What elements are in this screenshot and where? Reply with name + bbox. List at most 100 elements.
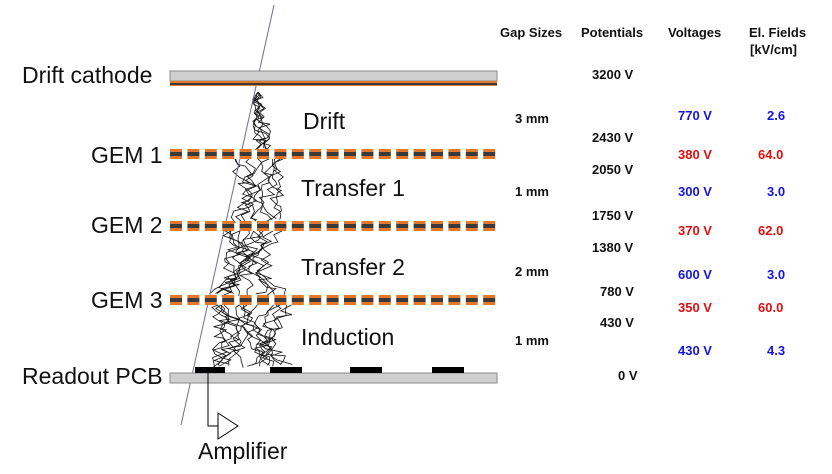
avalanche-track <box>254 230 273 295</box>
field-value-drift: 4.3 <box>767 343 786 358</box>
avalanche-track <box>238 304 284 365</box>
induction-region-label: Induction <box>301 324 395 350</box>
drift-cathode-label: Drift cathode <box>22 62 153 88</box>
gem-foil-segment <box>344 295 356 305</box>
gem-foil-segment <box>431 149 443 159</box>
gem-foil-segment <box>187 149 200 159</box>
voltages-header: Voltages <box>668 25 722 40</box>
potential-value: 1380 V <box>592 240 634 255</box>
gem-foil-segment <box>170 221 182 231</box>
avalanche-track <box>251 158 284 222</box>
amplifier-symbol <box>207 373 239 440</box>
voltage-value-gem: 350 V <box>678 300 712 315</box>
voltage-value-drift: 770 V <box>678 108 712 123</box>
gem-foil-segment <box>222 221 235 231</box>
transfer1-region-label: Transfer 1 <box>301 175 405 201</box>
gem-foil-segment <box>204 149 217 159</box>
gem-foil-segment <box>239 295 252 305</box>
avalanche-track <box>267 158 283 220</box>
field-value-drift: 3.0 <box>767 184 786 199</box>
gap-sizes-header: Gap Sizes <box>500 25 563 40</box>
gem-foil-segment <box>187 295 200 305</box>
gem-foil-segment <box>378 149 391 159</box>
avalanche-track <box>252 91 272 152</box>
potential-value: 780 V <box>600 284 634 299</box>
gem-foil-segment <box>361 295 374 305</box>
avalanche-track <box>228 230 261 295</box>
avalanche-track <box>254 304 282 367</box>
potential-value: 2050 V <box>592 162 634 177</box>
avalanche-track <box>249 230 277 296</box>
gem-foil-segment <box>222 149 235 159</box>
gem-foil-segment <box>431 221 443 231</box>
gem-foil-segment <box>326 149 339 159</box>
potentials-header: Potentials <box>581 25 644 40</box>
gem-foil-segment <box>187 221 200 231</box>
gap-size-value: 3 mm <box>515 111 549 126</box>
potential-value: 430 V <box>600 315 634 330</box>
gem1-label: GEM 1 <box>91 142 163 168</box>
field-value-drift: 2.6 <box>767 108 786 123</box>
el-fields-header: El. Fields <box>749 25 807 40</box>
gem-foil-segment <box>465 149 478 159</box>
amplifier-label: Amplifier <box>198 438 288 464</box>
avalanche-track <box>269 158 285 220</box>
avalanche-track <box>242 304 271 366</box>
gem3-foil <box>170 295 496 305</box>
gem-foil-segment <box>448 295 461 305</box>
avalanche-track <box>235 158 273 221</box>
potential-value: 0 V <box>618 368 638 383</box>
gem-foil-segment <box>239 221 252 231</box>
el-fields-unit-header: [kV/cm] <box>750 42 797 57</box>
gem-foil-segment <box>344 149 356 159</box>
gem3-label: GEM 3 <box>91 287 163 313</box>
voltage-value-drift: 430 V <box>678 343 712 358</box>
gem1-foil <box>170 149 496 159</box>
field-value-gem: 60.0 <box>758 300 784 315</box>
gem-foil-segment <box>274 221 287 231</box>
voltage-value-gem: 370 V <box>678 223 712 238</box>
gem-foil-segment <box>448 149 461 159</box>
gem-foil-segment <box>378 295 391 305</box>
gem-foil-segment <box>274 149 287 159</box>
potential-value: 2430 V <box>592 130 634 145</box>
avalanche-track <box>212 304 241 368</box>
avalanche-track <box>220 304 286 366</box>
gem-foil-segment <box>309 295 322 305</box>
drift-region-label: Drift <box>303 108 346 134</box>
gem-foil-segment <box>257 149 269 159</box>
gem-foil-segment <box>291 295 304 305</box>
gem-foil-segment <box>396 149 409 159</box>
avalanche-track <box>230 158 281 224</box>
readout-pad <box>432 367 464 373</box>
readout-pad <box>350 367 382 373</box>
gem2-foil <box>170 221 496 231</box>
readout-pcb-label: Readout PCB <box>22 363 163 389</box>
gem-foil-segment <box>465 221 478 231</box>
avalanche-track <box>220 304 270 366</box>
gem-foil-segment <box>309 149 322 159</box>
gem-foil-segment <box>396 221 409 231</box>
avalanche-track <box>256 91 271 151</box>
avalanche-track <box>212 304 230 365</box>
gem-foil-segment <box>378 221 391 231</box>
gem-foil-segment <box>483 295 496 305</box>
gem-foil-segment <box>483 221 496 231</box>
avalanche-track <box>218 304 252 367</box>
gem-foil-segment <box>396 295 409 305</box>
avalanche-track <box>229 230 275 295</box>
transfer2-region-label: Transfer 2 <box>301 254 405 280</box>
field-value-gem: 64.0 <box>758 147 784 162</box>
gem-foil-segment <box>170 149 182 159</box>
gap-size-value: 2 mm <box>515 264 549 279</box>
gem-foil-segment <box>204 295 217 305</box>
drift-cathode-plate <box>169 70 498 86</box>
voltage-value-drift: 600 V <box>678 267 712 282</box>
readout-pcb-board <box>169 367 498 384</box>
gem-foil-segment <box>257 221 269 231</box>
field-value-gem: 62.0 <box>758 223 784 238</box>
avalanche-track <box>209 230 283 295</box>
gem-foil-segment <box>344 221 356 231</box>
gem-foil-segment <box>222 295 235 305</box>
